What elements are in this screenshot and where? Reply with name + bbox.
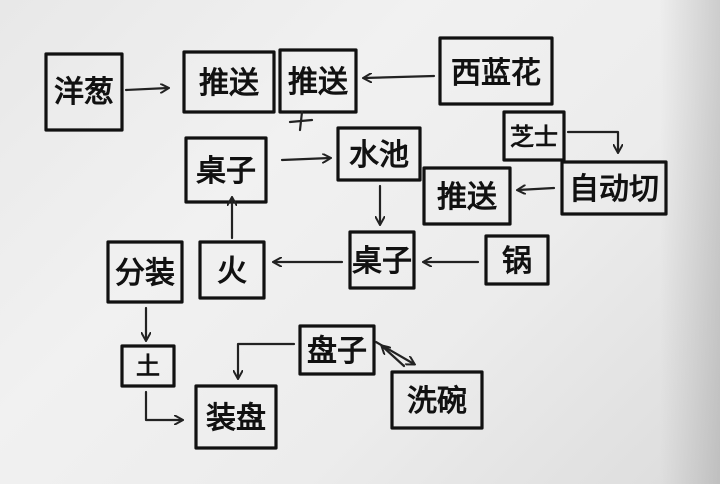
arrow-tuisong-tail — [288, 110, 314, 132]
box-zhishi — [502, 110, 566, 162]
box-panzi — [298, 324, 376, 376]
box-zhuozi-1 — [184, 136, 268, 204]
label-xiwan: 洗碗 — [407, 384, 467, 419]
arrow-panzi-to-zhuangpan — [238, 342, 296, 378]
label-panzi: 盘子 — [307, 334, 367, 369]
arrow-zhishi-to-zidongqie — [566, 130, 618, 152]
box-shuichi — [336, 126, 422, 182]
label-tu: 土 — [136, 352, 160, 380]
arrow-zhuozi-to-shuichi — [280, 158, 330, 160]
box-xilanhua — [438, 36, 554, 106]
label-tuisong-3: 推送 — [437, 180, 497, 215]
box-fenzhuang — [106, 240, 184, 304]
arrow-zidongqie-to-tuisong — [518, 188, 556, 190]
label-zhuozi-1: 桌子 — [196, 154, 256, 189]
label-zhuangpan: 装盘 — [206, 401, 266, 436]
label-shuichi: 水池 — [349, 138, 409, 173]
box-zhuangpan — [194, 384, 278, 450]
box-tuisong-3 — [422, 166, 512, 226]
box-tuisong-1 — [182, 50, 276, 114]
arrow-tu-to-zhuangpan — [144, 390, 182, 420]
arrow-xiwan-to-panzi — [382, 346, 406, 368]
arrow-xilanhua-to-tuisong — [364, 76, 436, 78]
label-huo: 火 — [217, 254, 247, 289]
label-yangcong: 洋葱 — [54, 75, 114, 110]
label-xilanhua: 西蓝花 — [451, 56, 541, 91]
label-zhuozi-2: 桌子 — [352, 244, 412, 279]
label-tuisong-2: 推送 — [288, 65, 348, 100]
box-huo — [198, 240, 266, 300]
box-tu — [120, 344, 176, 388]
label-zidongqie: 自动切 — [569, 172, 659, 207]
label-zhishi: 芝士 — [510, 123, 558, 151]
label-guo: 锅 — [502, 244, 532, 279]
box-zhuozi-2 — [348, 230, 416, 290]
box-xiwan — [390, 370, 484, 430]
box-yangcong — [44, 52, 124, 132]
box-guo — [484, 234, 550, 286]
box-tuisong-2 — [278, 48, 358, 114]
label-tuisong-1: 推送 — [199, 66, 259, 101]
label-fenzhuang: 分装 — [115, 256, 175, 291]
arrow-yangcong-to-tuisong — [124, 88, 168, 90]
